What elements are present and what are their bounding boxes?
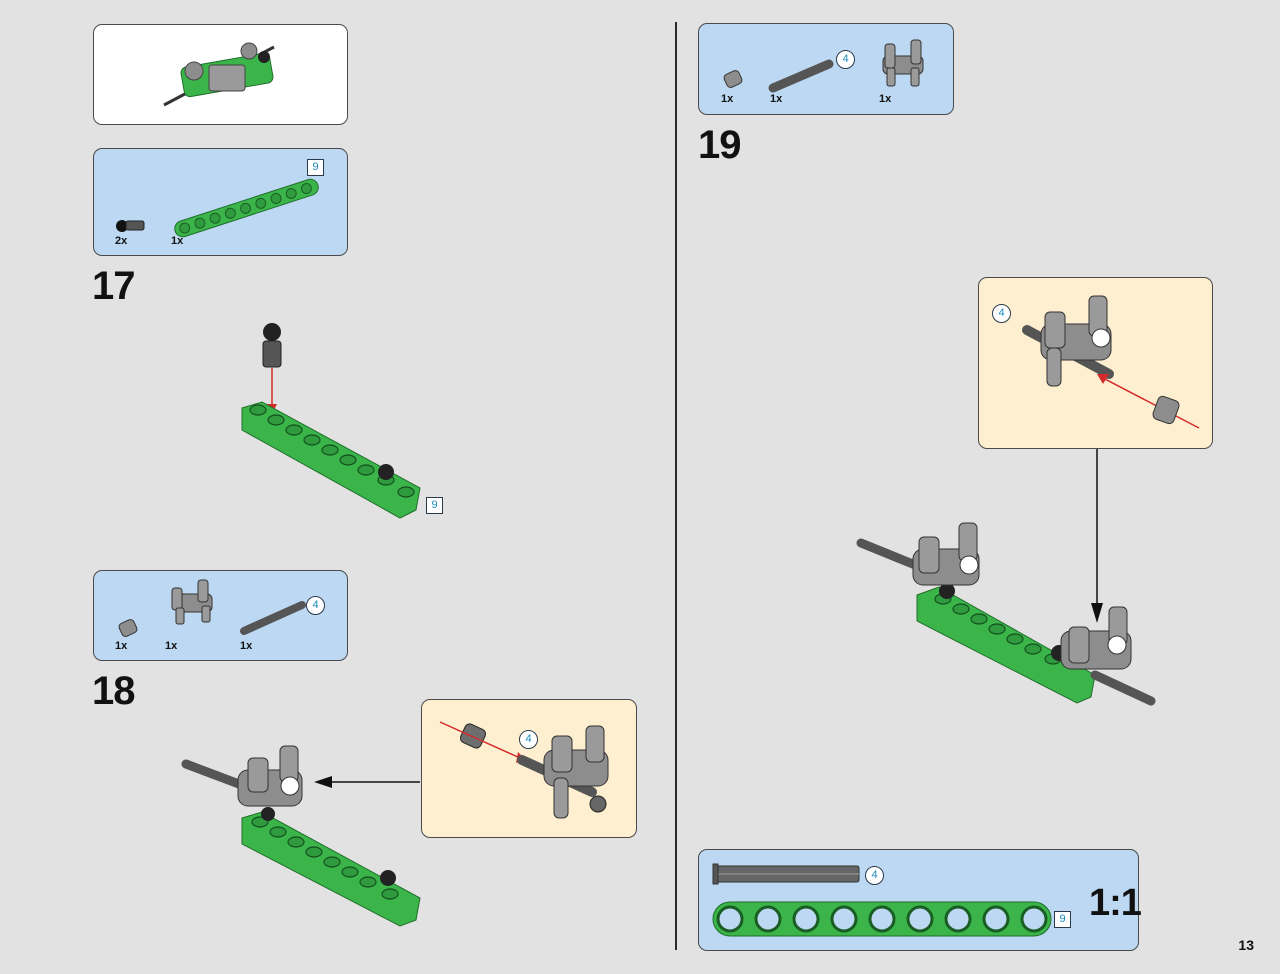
ruler-axle-length: 4 [865, 866, 884, 885]
step-18-subassembly-callout: 4 [421, 699, 637, 838]
step-19-callout-arrow [1091, 449, 1103, 623]
beam-length-label: 9 [307, 159, 324, 176]
submodel-preview-icon [163, 42, 275, 107]
step-17-beam-length-callout: 9 [426, 497, 443, 514]
cross-connector-icon [171, 579, 213, 625]
page-number: 13 [1238, 937, 1254, 953]
part-qty-connector: 1x [165, 640, 178, 652]
parts-list-step-17: 9 2x 1x [93, 148, 348, 256]
step-17-illustration [241, 323, 421, 519]
ball-joint-pin-icon [116, 220, 145, 232]
step-18-illustration [181, 745, 421, 927]
column-divider [675, 22, 677, 950]
part-qty-axle: 1x [240, 640, 253, 652]
subassembly-19-axle-length: 4 [992, 304, 1011, 323]
axle-icon [768, 59, 834, 93]
step-number-17: 17 [92, 264, 135, 308]
axle-icon [240, 601, 306, 635]
beam-actual-size-icon [712, 901, 1052, 937]
part-qty-ball-pin: 2x [115, 235, 128, 247]
part-qty-bush: 1x [721, 93, 734, 105]
step-19-subassembly-callout: 4 [978, 277, 1213, 449]
scale-ruler-panel: 4 9 1:1 [698, 849, 1142, 951]
parts-list-step-18: 4 1x 1x 1x [93, 570, 348, 661]
bush-icon [118, 619, 138, 637]
cross-connector-icon [882, 39, 924, 87]
subassembly-18-drawing [439, 721, 609, 819]
axle-length-label: 4 [306, 596, 325, 615]
submodel-preview-box [93, 24, 348, 125]
parts-list-step-19: 4 1x 1x 1x [698, 23, 954, 115]
ruler-beam-length: 9 [1054, 911, 1071, 928]
axle-actual-size-icon [712, 863, 860, 885]
step-number-19: 19 [698, 123, 741, 167]
step-number-18: 18 [92, 669, 135, 713]
subassembly-19-drawing [1022, 295, 1200, 429]
step-19-illustration [856, 522, 1156, 706]
part-qty-beam: 1x [171, 235, 184, 247]
part-qty-bush: 1x [115, 640, 128, 652]
subassembly-18-axle-length: 4 [519, 730, 538, 749]
part-qty-connector: 1x [879, 93, 892, 105]
scale-label: 1:1 [1089, 882, 1142, 924]
green-beam-icon [174, 178, 319, 238]
step-19-axle-length-label: 4 [836, 50, 855, 69]
step-18-callout-arrow [314, 776, 420, 788]
part-qty-axle: 1x [770, 93, 783, 105]
bush-icon [723, 70, 743, 88]
